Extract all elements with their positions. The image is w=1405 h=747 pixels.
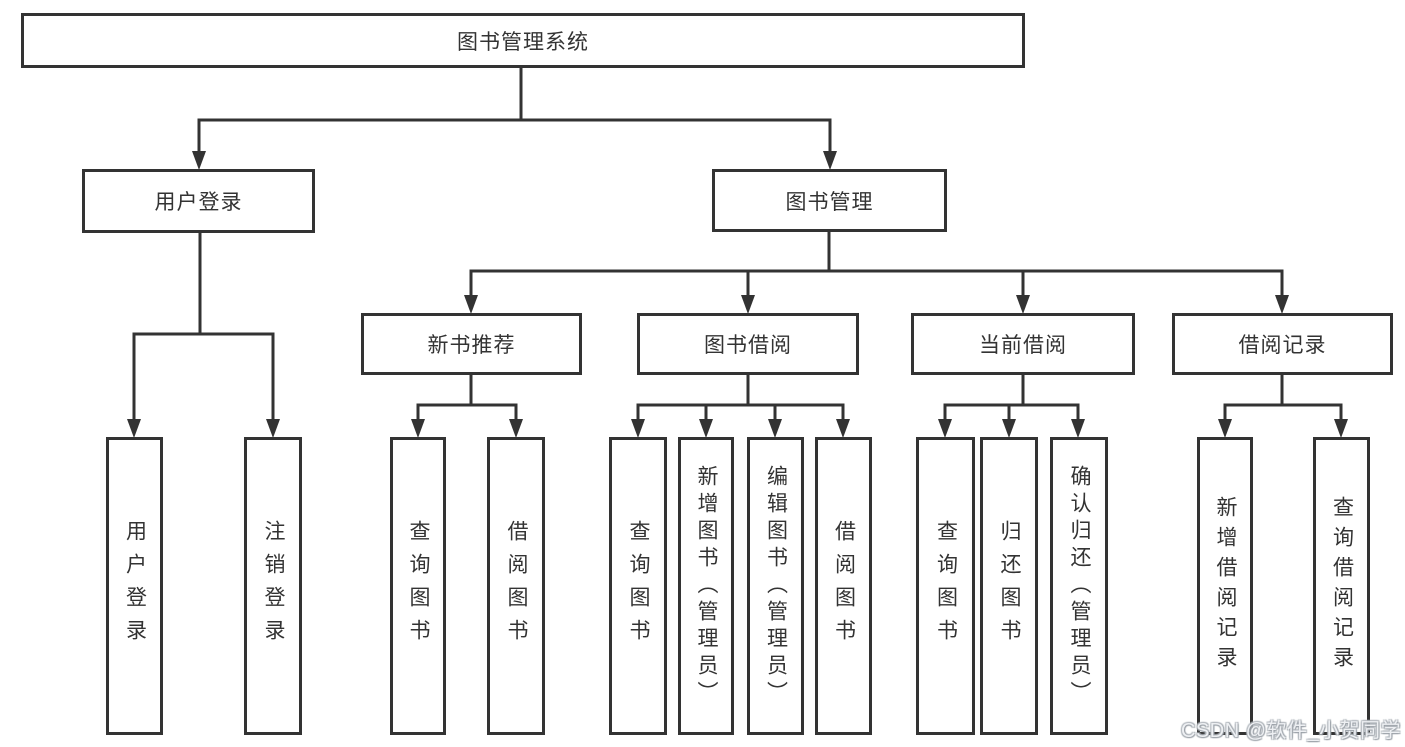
arrowhead-leaf-confirm-return	[1071, 419, 1085, 438]
arrowhead-user-login	[192, 151, 206, 170]
arrowhead-leaf-add-borrow-record	[1218, 419, 1232, 438]
arrowhead-book-management	[823, 151, 837, 170]
arrowhead-leaf-logout	[266, 419, 280, 438]
connector-book-borrowing-branch	[636, 373, 845, 422]
leaf-user-login: 用户登录	[106, 437, 163, 735]
arrowhead-new-book-recommend	[464, 295, 478, 314]
leaf-query-books-recommend: 查询图书	[390, 437, 446, 735]
csdn-watermark: CSDN @软件_小贺同学	[1181, 720, 1402, 742]
connector-new-book-recommend-branch	[416, 373, 518, 422]
connector-user-login-branch	[132, 231, 275, 422]
connector-borrowing-records-branch	[1223, 373, 1343, 422]
leaf-add-borrow-record: 新增借阅记录	[1197, 437, 1253, 735]
arrowhead-leaf-add-book	[699, 419, 713, 438]
node-borrowing-records: 借阅记录	[1172, 313, 1393, 375]
node-library-management-system: 图书管理系统	[21, 13, 1025, 68]
leaf-borrow-books-recommend: 借阅图书	[487, 437, 545, 735]
arrowhead-leaf-borrow-books-b	[836, 419, 850, 438]
arrowhead-current-borrowing	[1016, 295, 1030, 314]
arrowhead-leaf-user-login	[127, 419, 141, 438]
connector-current-borrowing-branch	[943, 373, 1080, 422]
connector-root-to-level2	[197, 66, 832, 154]
leaf-borrow-books-borrowing: 借阅图书	[815, 437, 872, 735]
node-user-login: 用户登录	[82, 169, 315, 233]
leaf-query-borrow-record: 查询借阅记录	[1313, 437, 1370, 735]
leaf-logout: 注销登录	[244, 437, 302, 735]
arrowhead-borrowing-records	[1275, 295, 1289, 314]
leaf-query-books-current: 查询图书	[916, 437, 975, 735]
arrowhead-leaf-return-books	[1002, 419, 1016, 438]
arrowhead-book-borrowing	[741, 295, 755, 314]
arrowhead-leaf-query-borrow-record	[1334, 419, 1348, 438]
arrowhead-leaf-query-books-b	[631, 419, 645, 438]
leaf-query-books-borrowing: 查询图书	[609, 437, 667, 735]
node-book-management: 图书管理	[712, 169, 947, 232]
leaf-edit-book-admin: 编辑图书（管理员）	[747, 437, 804, 735]
leaf-return-books: 归还图书	[980, 437, 1038, 735]
arrowhead-leaf-query-books-a	[411, 419, 425, 438]
node-new-book-recommend: 新书推荐	[361, 313, 582, 375]
arrowhead-leaf-borrow-books-a	[509, 419, 523, 438]
node-book-borrowing: 图书借阅	[637, 313, 859, 375]
leaf-confirm-return-admin: 确认归还（管理员）	[1050, 437, 1108, 735]
connector-book-management-branch	[469, 231, 1284, 298]
arrowhead-leaf-query-books-c	[938, 419, 952, 438]
arrowhead-leaf-edit-book	[768, 419, 782, 438]
node-current-borrowing: 当前借阅	[911, 313, 1135, 375]
leaf-add-book-admin: 新增图书（管理员）	[678, 437, 734, 735]
